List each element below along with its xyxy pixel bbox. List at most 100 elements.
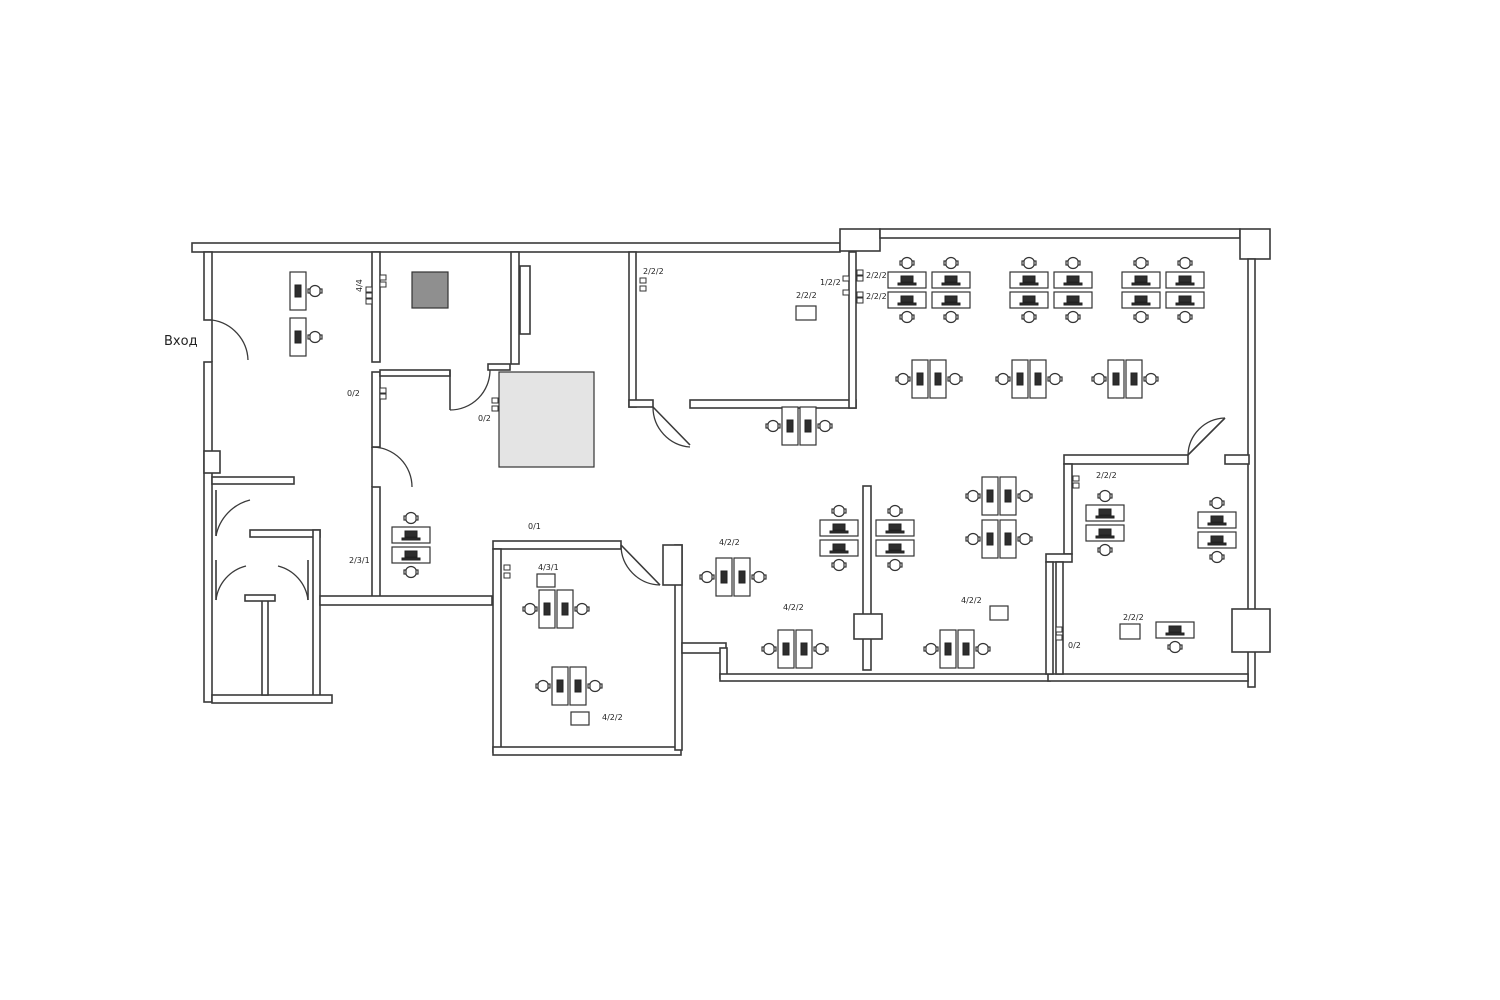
port-label-q: 2/2/2 [1123, 613, 1144, 622]
sockets-layer [365, 269, 1080, 641]
office-chair [1092, 372, 1106, 386]
keyboard [1095, 535, 1115, 539]
monitor [574, 679, 582, 693]
port-label-i: 2/3/1 [349, 556, 370, 565]
wall-segment [492, 746, 682, 756]
monitor [944, 642, 952, 656]
port-label-f: 2/2/2 [796, 291, 817, 300]
network-socket [856, 291, 864, 298]
office-chair [777, 423, 781, 429]
office-chair [1103, 376, 1107, 382]
monitor [720, 570, 728, 584]
port-label-d: 2/2/2 [643, 267, 664, 276]
office-chair [587, 683, 591, 689]
office-chair [1109, 547, 1113, 553]
wall-segment [1063, 463, 1073, 555]
monitor [800, 642, 808, 656]
wall-segment [191, 242, 841, 253]
office-chair [900, 256, 914, 270]
keyboard [401, 537, 421, 541]
office-chair [1145, 314, 1149, 320]
office-chair [832, 504, 846, 518]
network-socket [503, 564, 511, 571]
office-chair [1133, 314, 1137, 320]
office-chair [1209, 554, 1213, 560]
office-chair [1017, 536, 1021, 542]
monitor [1168, 625, 1182, 633]
port-label-r: 0/2 [1068, 641, 1081, 650]
wall-segment [492, 540, 622, 550]
monitor [1066, 295, 1080, 303]
keyboard [829, 550, 849, 554]
office-chair [965, 493, 969, 499]
keyboard [1095, 515, 1115, 519]
wall-segment [519, 265, 531, 335]
network-socket [365, 298, 373, 305]
wall-segment [371, 486, 381, 600]
office-chair [887, 508, 891, 514]
walls-layer [191, 228, 1271, 756]
office-chair [1007, 376, 1011, 382]
keyboard [941, 302, 961, 306]
office-chair [831, 508, 835, 514]
wall-segment [628, 251, 637, 408]
office-chair [522, 606, 526, 612]
wall-segment [1063, 454, 1189, 465]
keyboard [885, 530, 905, 534]
office-chair [888, 504, 902, 518]
network-socket [379, 281, 387, 288]
office-chair [817, 423, 821, 429]
office-chair [995, 376, 999, 382]
office-chair [1066, 310, 1080, 324]
monitor [804, 419, 812, 433]
office-chair [1059, 376, 1063, 382]
wall-segment [662, 544, 683, 586]
office-chair [1189, 314, 1193, 320]
monitor [1034, 372, 1042, 386]
monitor [962, 642, 970, 656]
network-socket [365, 292, 373, 299]
monitor [561, 602, 569, 616]
office-chair [1029, 536, 1033, 542]
office-chair [1018, 532, 1032, 546]
monitor [404, 550, 418, 558]
office-chair [575, 602, 589, 616]
monitor [404, 530, 418, 538]
keyboard [1207, 542, 1227, 546]
office-chair [1033, 314, 1037, 320]
network-socket [379, 274, 387, 281]
office-chair [588, 679, 602, 693]
network-socket [856, 297, 864, 304]
wall-segment [203, 251, 213, 321]
office-chair [751, 574, 755, 580]
office-chair [1048, 372, 1062, 386]
monitor [944, 295, 958, 303]
monitor [888, 523, 902, 531]
monitor [934, 372, 942, 386]
office-chair [1022, 256, 1036, 270]
network-socket [503, 572, 511, 579]
office-chair [1210, 496, 1224, 510]
office-chair [832, 558, 846, 572]
office-chair [308, 284, 322, 298]
office-chair [762, 642, 776, 656]
office-chair [965, 536, 969, 542]
office-chair [404, 565, 418, 579]
monitor [543, 602, 551, 616]
monitor [944, 275, 958, 283]
office-chair [711, 574, 715, 580]
office-chair [1029, 493, 1033, 499]
wall-segment [249, 529, 321, 538]
office-chair [599, 683, 603, 689]
keyboard [1131, 302, 1151, 306]
monitor [1112, 372, 1120, 386]
network-socket [639, 285, 647, 292]
monitor [986, 532, 994, 546]
monitor [1004, 532, 1012, 546]
network-socket [639, 277, 647, 284]
monitor [1004, 489, 1012, 503]
office-chair [765, 423, 769, 429]
office-chair [813, 646, 817, 652]
office-chair [888, 558, 902, 572]
office-chair [1179, 644, 1183, 650]
